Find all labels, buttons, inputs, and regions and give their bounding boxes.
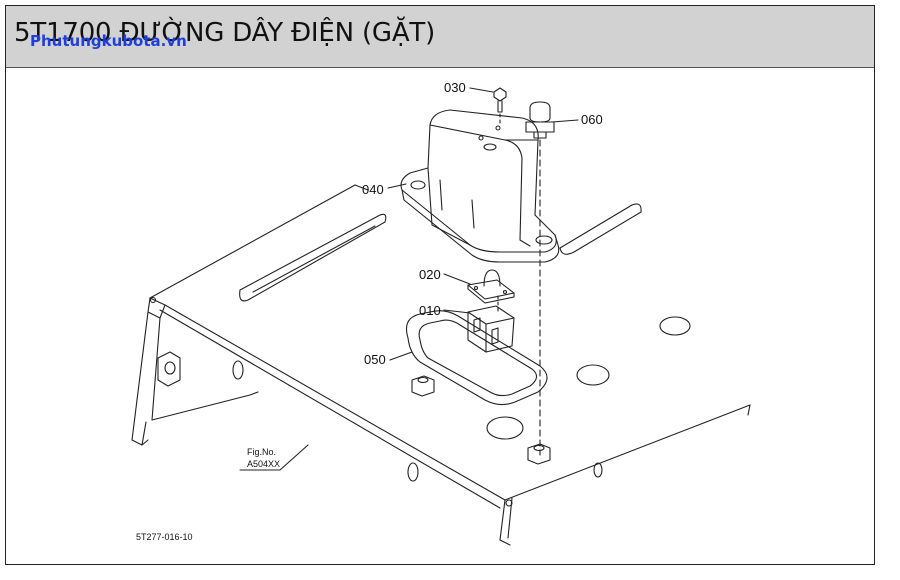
fig-label: Fig.No.: [247, 447, 276, 457]
page-title: 5T1700 ĐƯỜNG DÂY ĐIỆN (GẶT): [14, 18, 436, 48]
callout-030: 030: [444, 80, 466, 95]
callout-050: 050: [364, 352, 386, 367]
title-bar: 5T1700 ĐƯỜNG DÂY ĐIỆN (GẶT) Phutungkubot…: [6, 6, 874, 68]
callout-010: 010: [419, 303, 441, 318]
switch-part-060: [525, 101, 555, 456]
cover-part-040: [400, 109, 560, 263]
drawing-code: 5T277-016-10: [136, 532, 193, 542]
callout-040: 040: [362, 182, 384, 197]
base-plate: [131, 184, 751, 546]
gasket-part-050: [405, 310, 548, 406]
watermark-logo: Phutungkubota.vn: [30, 32, 187, 50]
leader-lines: [239, 87, 579, 471]
diagram-frame: 5T1700 ĐƯỜNG DÂY ĐIỆN (GẶT) Phutungkubot…: [5, 5, 875, 565]
screw-part-030: [493, 87, 507, 125]
callout-060: 060: [581, 112, 603, 127]
plate-part-020: [467, 269, 515, 304]
fig-number: A504XX: [247, 459, 280, 469]
callout-020: 020: [419, 267, 441, 282]
